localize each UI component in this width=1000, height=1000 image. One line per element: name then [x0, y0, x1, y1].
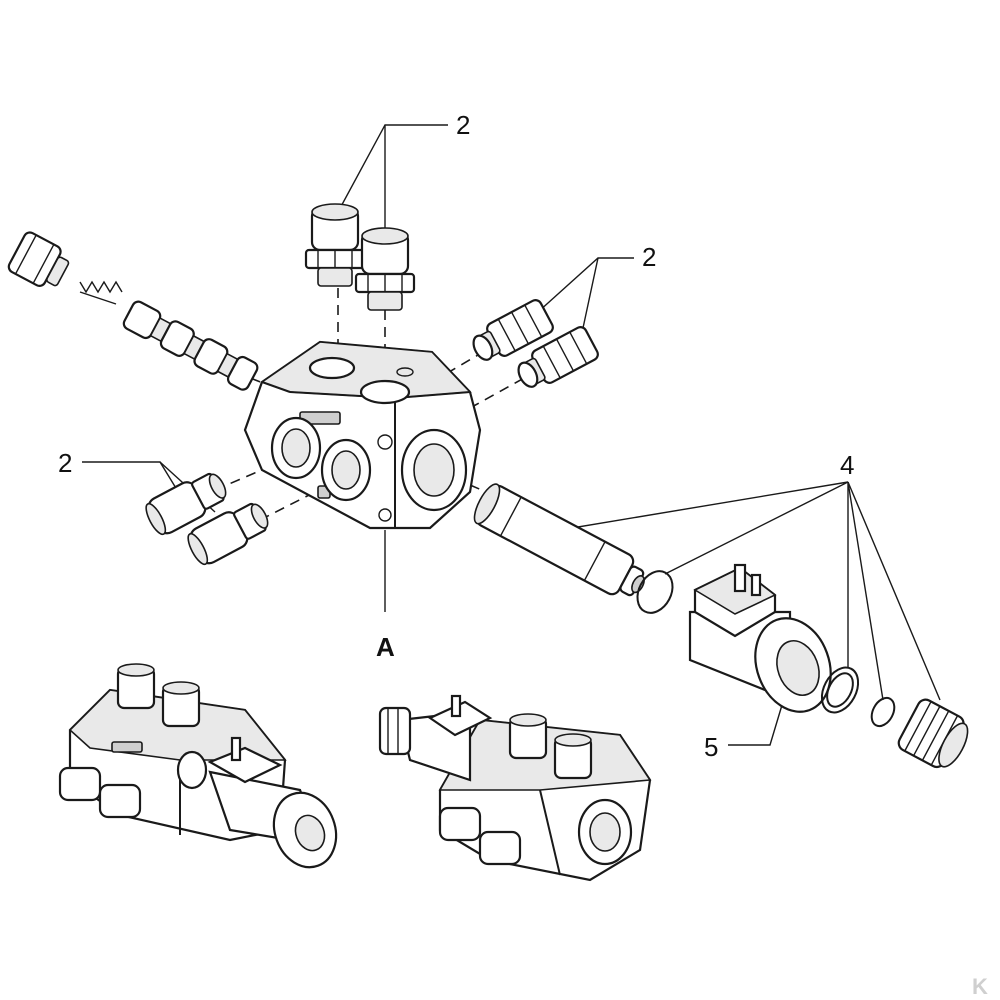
valve-body [243, 340, 482, 530]
left-port-plugs [145, 472, 269, 566]
solenoid-coil [688, 563, 832, 713]
knurled-nut [897, 698, 969, 769]
spool-assembly [7, 231, 259, 391]
plug-right-lower [517, 326, 599, 388]
end-cap-nut [7, 231, 70, 287]
plug-left-upper [145, 472, 227, 536]
label-right-2: 2 [642, 242, 656, 272]
seal-ring-1-inner [826, 672, 854, 708]
label-left-2: 2 [58, 448, 72, 478]
top-port-plugs [304, 203, 416, 311]
label-4: 4 [840, 450, 854, 480]
label-5: 5 [704, 732, 718, 762]
brand-watermark: K [972, 974, 988, 999]
watermark-letter: K [972, 974, 988, 999]
seal-ring-2 [870, 696, 896, 728]
plug-right-upper [472, 299, 554, 361]
part-labels: 2 2 2 4 5 A [58, 110, 854, 762]
o-ring-large [636, 570, 674, 614]
right-port-plugs [472, 299, 599, 388]
plug-left-lower [187, 502, 269, 566]
plug-top-left [304, 203, 366, 287]
plug-top-right [354, 227, 416, 311]
seal-ring-1 [820, 666, 860, 714]
label-top-2: 2 [456, 110, 470, 140]
label-a: A [376, 632, 395, 662]
assembled-view-right [378, 694, 652, 882]
solenoid-tube [473, 483, 645, 597]
spool [122, 300, 259, 391]
assembled-view-left [58, 663, 338, 869]
spring [79, 280, 123, 305]
